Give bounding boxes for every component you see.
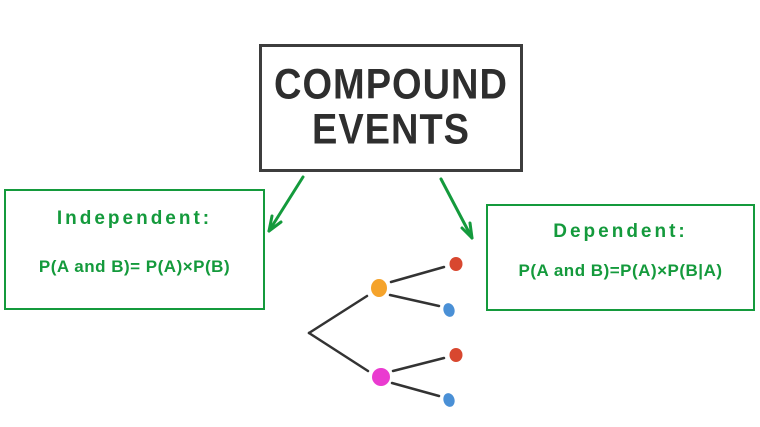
orange-node-icon [371,279,387,297]
red-leaf-top-icon [449,257,463,271]
dependent-heading: Dependent: [553,221,688,242]
blue-leaf-bottom-icon [443,393,455,407]
title-box: COMPOUND EVENTS [259,44,523,172]
arrow-to-dependent [439,177,474,240]
title-line-2: EVENTS [311,106,471,154]
tree-branch-magenta-blue [390,381,441,398]
arrow-left-head-icon [267,214,283,233]
arrow-left-shaft [267,175,305,233]
blue-leaf-top-icon [443,303,455,317]
dependent-box: Dependent: P(A and B)=P(A)×P(B|A) [486,204,755,311]
title-line-1: COMPOUND [274,61,508,109]
tree-branch-orange-blue [388,293,441,308]
tree-branch-orange-red [389,265,446,284]
red-leaf-bottom-icon [449,348,463,362]
magenta-node-icon [372,368,390,386]
independent-formula: P(A and B)= P(A)×P(B) [38,257,231,276]
independent-box: Independent: P(A and B)= P(A)×P(B) [4,189,265,310]
arrow-right-shaft [439,177,474,240]
arrow-to-independent [267,175,305,233]
dependent-formula: P(A and B)=P(A)×P(B|A) [518,261,723,280]
probability-tree [307,257,463,407]
tree-branch-root-orange [307,294,369,335]
independent-heading: Independent: [56,208,213,229]
tree-branch-root-magenta [307,331,370,373]
arrow-right-head-icon [460,221,474,240]
tree-branch-magenta-red [391,356,446,373]
